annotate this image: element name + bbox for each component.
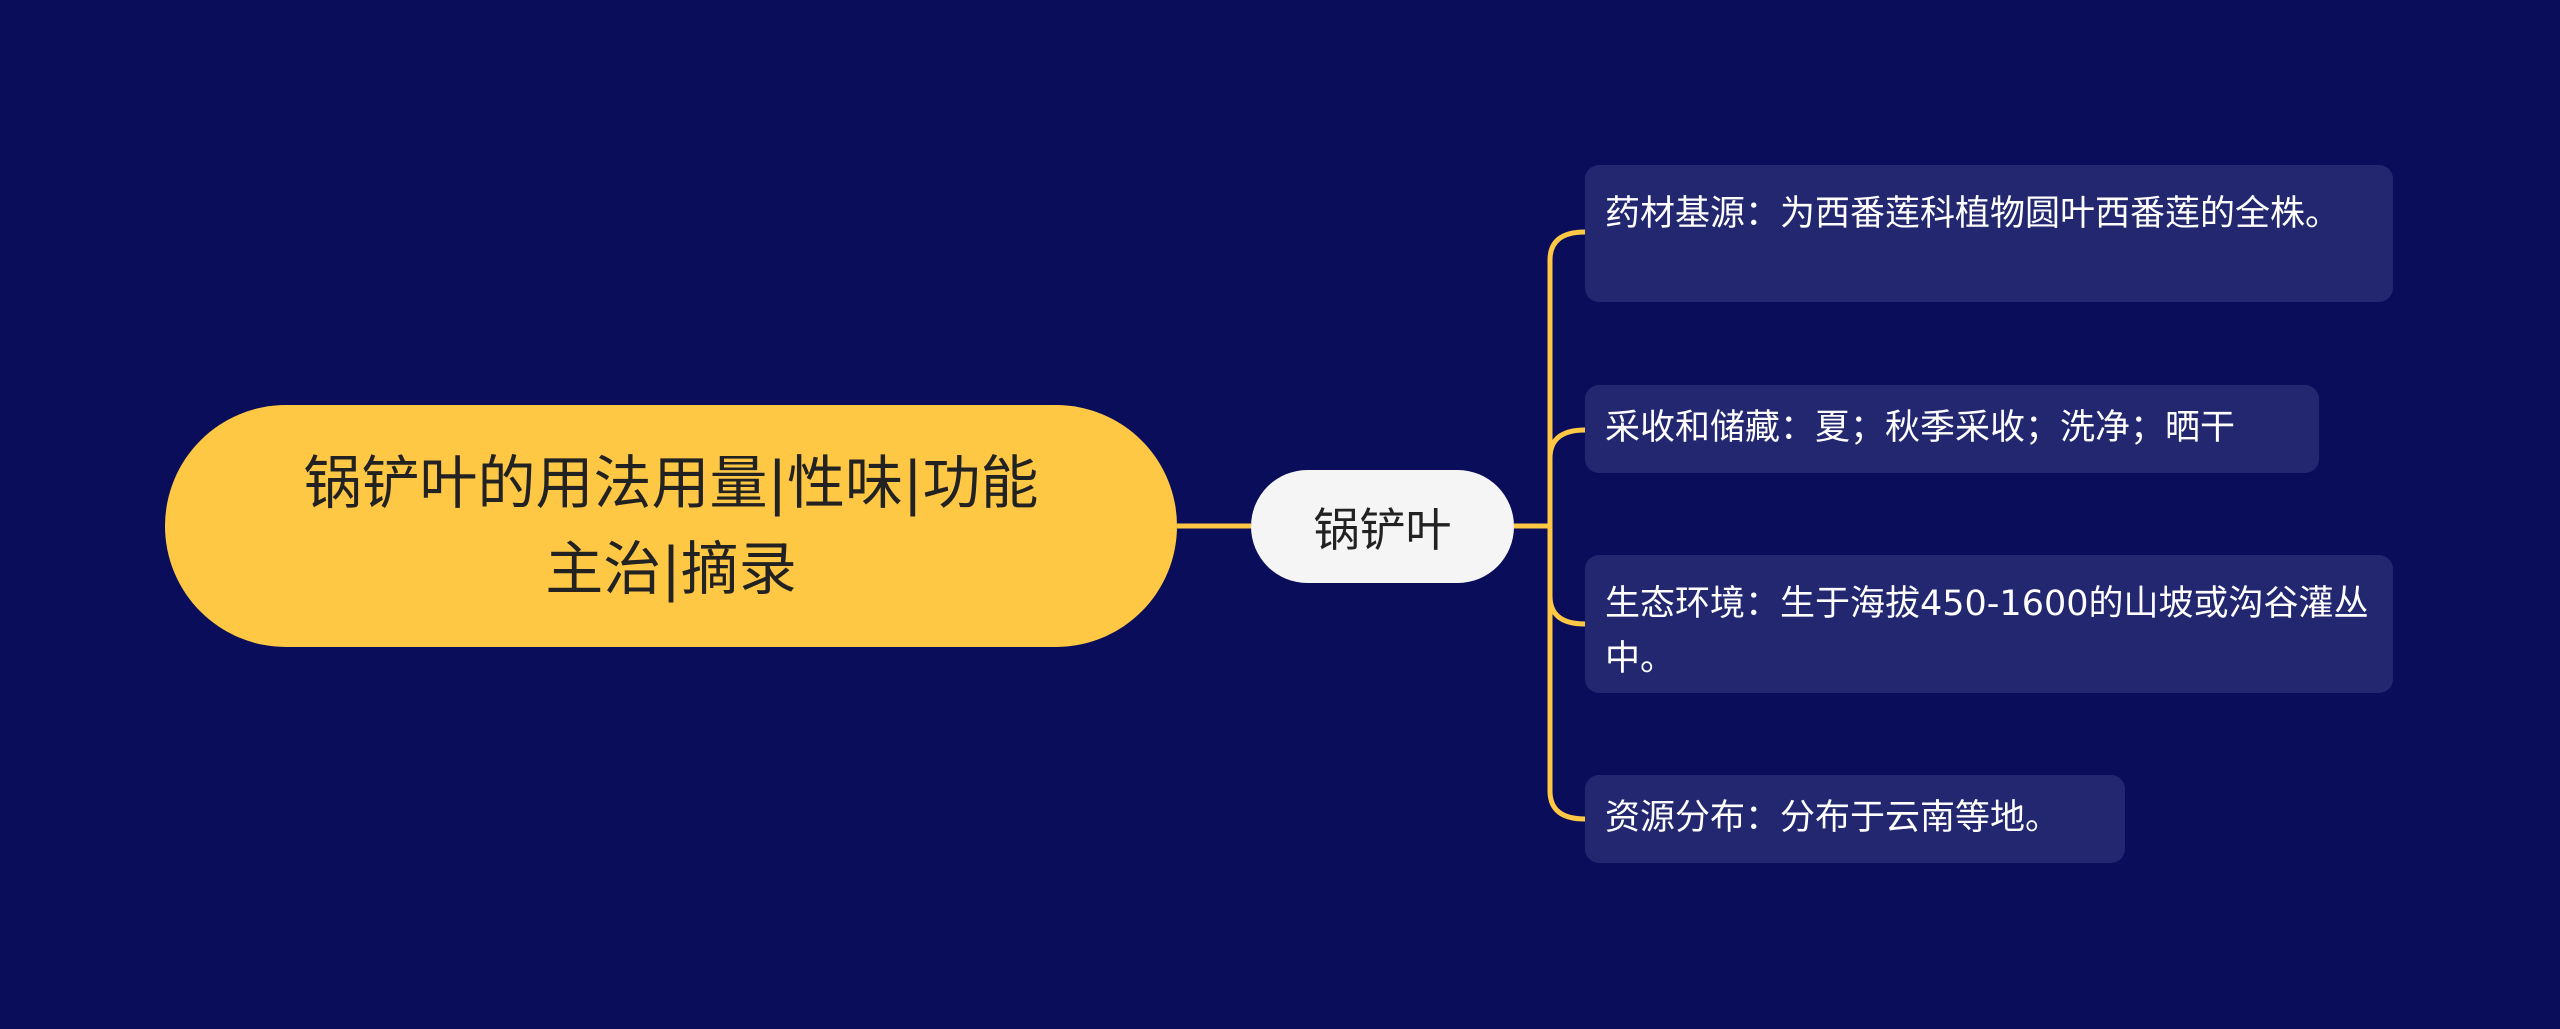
branch-topic-node[interactable]: 锅铲叶 <box>1251 470 1514 583</box>
root-topic-label: 锅铲叶的用法用量|性味|功能主治|摘录 <box>303 449 1039 603</box>
leaf-label: 资源分布：分布于云南等地。 <box>1605 798 2061 838</box>
leaf-node-harvest[interactable]: 采收和储藏：夏；秋季采收；洗净；晒干 <box>1585 385 2319 473</box>
connector-leaf-3 <box>1547 526 1586 627</box>
leaf-label: 药材基源：为西番莲科植物圆叶西番莲的全株。 <box>1605 194 2341 234</box>
connector-leaf-2 <box>1547 427 1586 526</box>
branch-topic-label: 锅铲叶 <box>1313 502 1452 557</box>
leaf-label: 生态环境：生于海拔450-1600的山坡或沟谷灌丛中。 <box>1605 584 2369 679</box>
leaf-node-source[interactable]: 药材基源：为西番莲科植物圆叶西番莲的全株。 <box>1585 165 2393 302</box>
connector-leaf-4 <box>1547 526 1586 822</box>
connector-leaf-1 <box>1547 229 1586 526</box>
leaf-node-distribution[interactable]: 资源分布：分布于云南等地。 <box>1585 775 2125 863</box>
root-topic-node[interactable]: 锅铲叶的用法用量|性味|功能主治|摘录 <box>165 405 1177 647</box>
leaf-node-habitat[interactable]: 生态环境：生于海拔450-1600的山坡或沟谷灌丛中。 <box>1585 555 2393 693</box>
leaf-label: 采收和储藏：夏；秋季采收；洗净；晒干 <box>1605 408 2236 448</box>
